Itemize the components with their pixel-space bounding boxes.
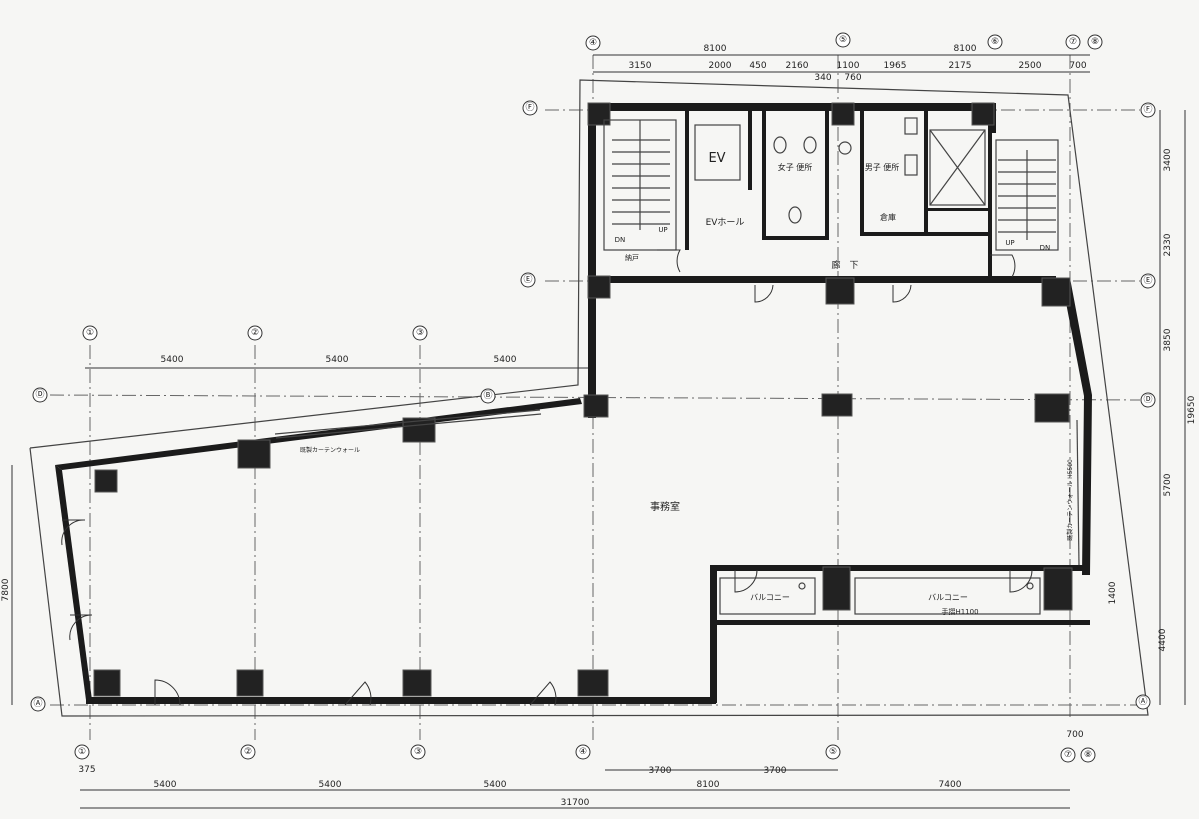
dim-bot-b: 5400 bbox=[319, 780, 342, 790]
bubble-col-4-top: ④ bbox=[589, 38, 597, 48]
stair-up-left: UP bbox=[658, 226, 667, 234]
bubble-col-8-top: ⑧ bbox=[1091, 37, 1099, 47]
dim-700-bottom: 700 bbox=[1066, 730, 1083, 740]
dim-3150: 3150 bbox=[629, 61, 652, 71]
bubble-col-8-bottom: ⑧ bbox=[1084, 750, 1092, 760]
dim-19650: 19650 bbox=[1187, 395, 1197, 424]
dim-bot-a: 5400 bbox=[154, 780, 177, 790]
dim-mid-b: 5400 bbox=[326, 355, 349, 365]
dim-5700: 5700 bbox=[1163, 473, 1173, 496]
curtain-note-2: 既製カーテンウォール H5500 bbox=[1066, 459, 1074, 541]
dim-340: 340 bbox=[814, 73, 831, 83]
bubble-row-D-right: Ⓓ bbox=[1143, 394, 1152, 405]
dim-1965: 1965 bbox=[884, 61, 907, 71]
dim-bot-c: 5400 bbox=[484, 780, 507, 790]
room-labels: 事務室 廊 下 EV EVホール 女子 便所 男子 便所 倉庫 納戸 バルコニー… bbox=[300, 151, 1074, 616]
bubble-col-1-bottom: ① bbox=[78, 747, 86, 757]
columns bbox=[93, 102, 1073, 697]
dim-3700-a: 3700 bbox=[649, 766, 672, 776]
dim-2330: 2330 bbox=[1163, 233, 1173, 256]
bubble-col-2-bottom: ② bbox=[244, 747, 252, 757]
room-ev-hall: EVホール bbox=[706, 217, 745, 228]
dim-760: 760 bbox=[844, 73, 861, 83]
room-balcony-1: バルコニー bbox=[750, 593, 790, 602]
room-balcony-2: バルコニー bbox=[928, 593, 968, 602]
bubble-row-D-left: Ⓓ bbox=[35, 389, 44, 400]
dim-7400: 7400 bbox=[939, 780, 962, 790]
stair-up-right: UP bbox=[1005, 239, 1014, 247]
dim-2500: 2500 bbox=[1019, 61, 1042, 71]
stair-left bbox=[603, 119, 677, 251]
toilet-fixtures bbox=[773, 117, 918, 224]
top-dimension-texts: 8100 8100 3150 2000 450 2160 1100 1965 2… bbox=[629, 44, 1087, 83]
dim-span-4-5: 8100 bbox=[704, 44, 727, 54]
elevator-shaft bbox=[694, 124, 986, 206]
bubble-col-2-top: ② bbox=[251, 328, 259, 338]
dimension-lines bbox=[11, 54, 1186, 809]
room-sub: 納戸 bbox=[625, 253, 639, 262]
room-men-wc: 男子 便所 bbox=[865, 162, 900, 172]
stair-dn-right: DN bbox=[1040, 244, 1051, 252]
room-storage: 倉庫 bbox=[880, 212, 896, 222]
dim-375: 375 bbox=[78, 765, 95, 775]
dim-4400: 4400 bbox=[1158, 628, 1168, 651]
bubble-row-E-left: Ⓔ bbox=[523, 274, 532, 285]
bubble-row-A-right: Ⓐ bbox=[1138, 696, 1147, 707]
stair-right bbox=[995, 139, 1059, 251]
bubble-col-3-top: ③ bbox=[416, 328, 424, 338]
room-women-wc: 女子 便所 bbox=[778, 162, 813, 172]
room-office: 事務室 bbox=[650, 500, 680, 513]
dim-450: 450 bbox=[749, 61, 766, 71]
bubble-col-1-top: ① bbox=[86, 328, 94, 338]
site-outline bbox=[29, 79, 1149, 717]
bubble-row-A-left: Ⓐ bbox=[33, 698, 42, 709]
room-corridor: 廊 下 bbox=[831, 259, 858, 271]
dim-1100: 1100 bbox=[837, 61, 860, 71]
grid-bubbles: ① ② ③ ④ ⑤ ⑥ ⑦ ⑧ ① ② ③ ④ ⑤ ⑦ ⑧ Ⓕ Ⓔ Ⓓ Ⓑ Ⓐ … bbox=[30, 32, 1156, 763]
dim-2175: 2175 bbox=[949, 61, 972, 71]
bubble-row-B-mid: Ⓑ bbox=[483, 390, 492, 401]
bubble-col-7-top: ⑦ bbox=[1069, 37, 1077, 47]
dim-mid-c: 5400 bbox=[494, 355, 517, 365]
curtain-note-1: 既製カーテンウォール bbox=[300, 446, 360, 454]
handrail-label: 手摺H1100 bbox=[941, 607, 978, 616]
bubble-col-6-top: ⑥ bbox=[991, 37, 999, 47]
dim-span-5-7: 8100 bbox=[954, 44, 977, 54]
dim-7800: 7800 bbox=[1, 578, 11, 601]
dim-2000: 2000 bbox=[709, 61, 732, 71]
curtain-wall bbox=[274, 409, 1080, 566]
bubble-row-F-left: Ⓕ bbox=[525, 102, 534, 113]
bubble-col-3-bottom: ③ bbox=[414, 747, 422, 757]
doors bbox=[61, 249, 1033, 706]
bubble-col-5-bottom: ⑤ bbox=[829, 747, 837, 757]
bubble-row-F-right: Ⓕ bbox=[1143, 104, 1152, 115]
dim-1400: 1400 bbox=[1108, 581, 1118, 604]
bubble-col-7-bottom: ⑦ bbox=[1064, 750, 1072, 760]
mid-dimension-texts: 5400 5400 5400 bbox=[161, 355, 517, 365]
bubble-col-5-top: ⑤ bbox=[839, 35, 847, 45]
balcony-frames bbox=[719, 577, 1041, 615]
dim-3850: 3850 bbox=[1163, 328, 1173, 351]
dim-mid-a: 5400 bbox=[161, 355, 184, 365]
dim-700: 700 bbox=[1069, 61, 1086, 71]
dim-3700-b: 3700 bbox=[764, 766, 787, 776]
dim-3400: 3400 bbox=[1163, 148, 1173, 171]
dim-total-31700: 31700 bbox=[561, 798, 590, 808]
right-dimension-texts: 3400 2330 3850 5700 1400 4400 19650 7800 bbox=[1, 148, 1197, 651]
dim-2160: 2160 bbox=[786, 61, 809, 71]
bubble-col-4-bottom: ④ bbox=[579, 747, 587, 757]
bubble-row-E-right: Ⓔ bbox=[1143, 275, 1152, 286]
dim-8100: 8100 bbox=[697, 780, 720, 790]
room-ev: EV bbox=[708, 151, 725, 166]
bottom-dimension-texts: 375 3700 3700 8100 5400 5400 5400 7400 7… bbox=[78, 730, 1083, 808]
stair-dn-left: DN bbox=[615, 236, 626, 244]
